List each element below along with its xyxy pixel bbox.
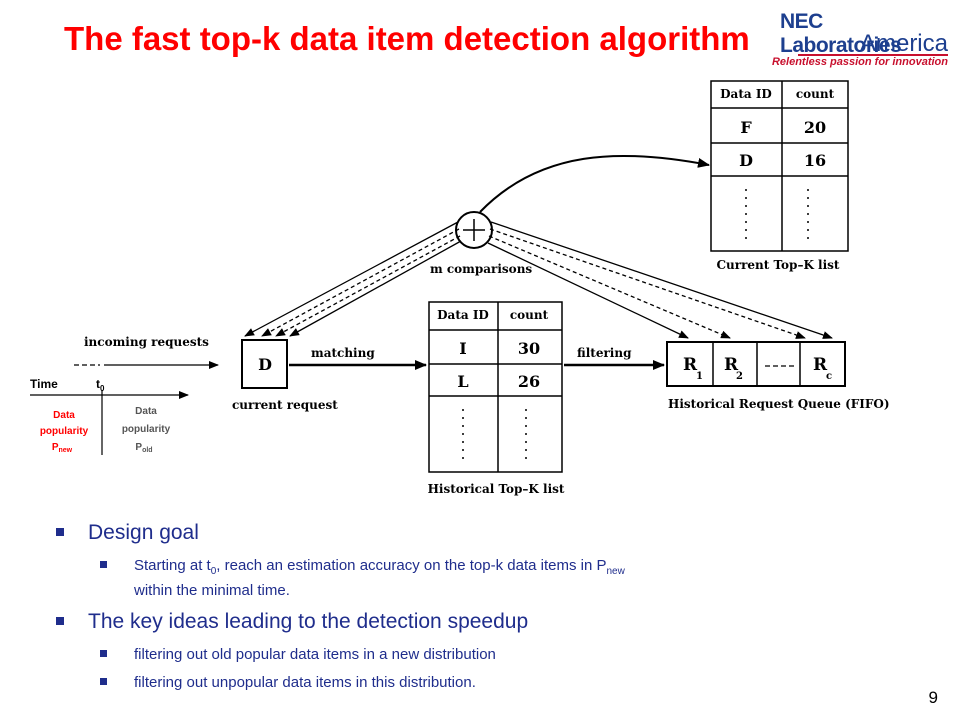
current-topk-row2-id: D: [739, 151, 753, 170]
current-topk-header-id: Data ID: [720, 87, 772, 101]
current-topk-header-count: count: [796, 87, 835, 101]
new-popularity-symbol: Pnew: [52, 442, 73, 454]
queue-cell1-r: R: [683, 355, 698, 375]
idea2-text: filtering out unpopular data items in th…: [134, 674, 476, 691]
slide-title: The fast top-k data item detection algor…: [64, 20, 750, 57]
historical-topk-row1-id: I: [459, 339, 466, 358]
nec-logo: NEC Laboratories America Relentless pass…: [772, 10, 950, 72]
historical-topk-row2-id: L: [457, 372, 468, 391]
bullet-design-goal-text: Design goal: [88, 521, 199, 544]
goal-detail-c: within the minimal time.: [134, 582, 290, 599]
bullet-marker: [100, 678, 107, 685]
logo-tagline: Relentless passion for innovation: [771, 56, 948, 68]
page-number: 9: [928, 688, 938, 707]
current-topk-ellipsis: [745, 189, 809, 239]
queue-cell2-r: R: [724, 355, 739, 375]
time-label: Time: [30, 377, 58, 391]
new-popularity-line2: popularity: [40, 426, 89, 437]
old-popularity-line1: Data: [135, 406, 157, 417]
queue-cell3-r: R: [813, 355, 828, 375]
queue-cell3-sub: c: [826, 371, 832, 382]
matching-label: matching: [311, 346, 375, 360]
current-topk-row1-id: F: [740, 118, 752, 137]
idea1-text: filtering out old popular data items in …: [134, 646, 496, 663]
historical-topk-header-id: Data ID: [437, 308, 489, 322]
current-topk-row1-count: 20: [804, 118, 826, 137]
comparator: [455, 211, 493, 249]
bullet-list: Design goal Starting at t0, reach an est…: [52, 520, 872, 701]
queue-cell2-sub: 2: [736, 371, 743, 382]
bullet-key-ideas: The key ideas leading to the detection s…: [52, 609, 872, 635]
historical-topk-caption: Historical Top–K list: [428, 482, 565, 496]
old-popularity-symbol: Pold: [135, 442, 152, 454]
historical-topk-row2-count: 26: [518, 372, 540, 391]
logo-line2: America: [859, 30, 948, 57]
current-request-value: D: [258, 355, 272, 374]
popularity-timeline: Time t0 Data popularity Pnew Data popula…: [30, 377, 189, 455]
filtering-label: filtering: [577, 346, 632, 360]
goal-detail-a-sub: 0: [210, 566, 217, 577]
historical-topk-header-count: count: [510, 308, 549, 322]
bullet-marker: [56, 528, 64, 536]
sub-bullet-idea1: filtering out old popular data items in …: [52, 645, 872, 664]
bullet-design-goal: Design goal: [52, 520, 872, 546]
current-topk-caption: Current Top–K list: [717, 258, 840, 272]
m-comparisons-label: m comparisons: [430, 262, 532, 276]
historical-topk-table: Data ID count I 30 L 26 Historical Top–K…: [428, 301, 565, 496]
current-topk-table: Data ID count F 20 D 16 Current Top–K li…: [710, 80, 849, 272]
queue-caption: Historical Request Queue (FIFO): [668, 397, 890, 411]
current-request-label: current request: [232, 398, 338, 412]
goal-detail-a: Starting at t: [134, 557, 211, 574]
comparator-to-queue-arrows: [487, 221, 833, 339]
new-popularity-line1: Data: [53, 410, 75, 421]
sub-bullet-idea2: filtering out unpopular data items in th…: [52, 673, 872, 692]
historical-topk-ellipsis: [462, 409, 527, 459]
historical-topk-row1-count: 30: [518, 339, 540, 358]
t0-label: t0: [96, 377, 105, 393]
sub-bullet-goal-detail: Starting at t0, reach an estimation accu…: [52, 556, 872, 600]
incoming-requests-label: incoming requests: [84, 335, 209, 349]
current-request-box: [241, 339, 288, 389]
bullet-marker: [100, 650, 107, 657]
bullet-marker: [100, 561, 107, 568]
goal-detail-b-sub: new: [606, 566, 625, 577]
comparator-to-current-topk-arrow: [479, 154, 710, 213]
queue-cell1-sub: 1: [696, 371, 703, 382]
old-popularity-line2: popularity: [122, 424, 171, 435]
logo-rule: [798, 54, 948, 56]
request-queue: R 1 R 2 R c: [666, 341, 846, 387]
current-topk-row2-count: 16: [804, 151, 826, 170]
comparator-to-request-arrows: [244, 221, 462, 337]
bullet-marker: [56, 617, 64, 625]
bullet-key-ideas-text: The key ideas leading to the detection s…: [88, 610, 529, 633]
logo-line1: NEC Laboratories: [780, 10, 902, 57]
goal-detail-b: , reach an estimation accuracy on the to…: [216, 557, 607, 574]
